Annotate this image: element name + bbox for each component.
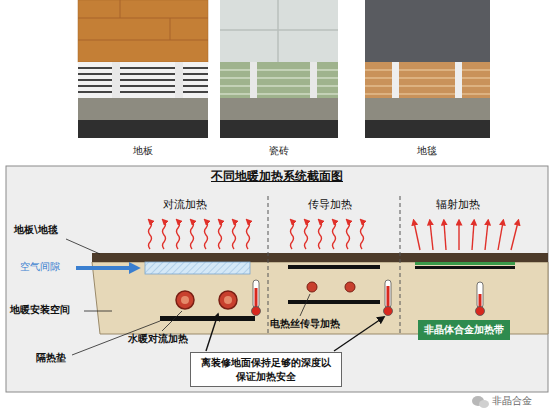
callout-arrow [334,317,384,351]
section-heading: 辐射加热 [436,198,480,211]
part-label: 隔热垫 [36,352,66,364]
divider [400,196,401,334]
air-gap-arrow [76,266,136,270]
callout-box: 离装修地面保持足够的深度以保证加热安全 [190,352,342,387]
part-label: 电热丝传导加热 [270,318,340,330]
node-text: 非晶体合金加热带 [424,323,504,337]
diagram-frame [6,166,548,392]
heat-waves [149,221,250,249]
heat-waves [291,221,364,249]
photo-caption: 地毯 [417,145,437,157]
diagram-title: 不同地暖加热系统截面图 [211,169,343,183]
part-label: 地暖安装空间 [10,304,70,316]
tile-photo [220,0,338,138]
thermometer [476,282,485,316]
heating-wires [288,265,380,304]
water-pipes [160,291,255,321]
section-heading: 传导加热 [308,198,352,211]
alloy-strip [415,262,515,269]
heater-box: 非晶体合金加热带 [418,320,510,340]
photo-caption: 地板 [133,145,153,157]
floor-layer [92,253,548,262]
air-gap [145,262,250,274]
watermark: 非晶合金 [492,395,532,407]
leader-lines [66,239,310,355]
thermometer [252,280,261,316]
divider [268,196,269,334]
part-label: 地板\地毯 [14,224,58,236]
radiation-arrows [414,222,518,250]
callout-arrow [206,314,218,351]
thermometer [384,280,393,316]
watermark-icon [472,396,489,408]
node-text: 离装修地面保持足够的深度以保证加热安全 [197,356,335,383]
photo-caption: 瓷砖 [269,145,289,157]
part-label: 水暖对流加热 [128,333,188,345]
carpet-photo [365,0,490,138]
section-heading: 对流加热 [163,198,207,211]
part-label: 空气间隙 [20,261,60,273]
floor-photo [78,0,208,138]
